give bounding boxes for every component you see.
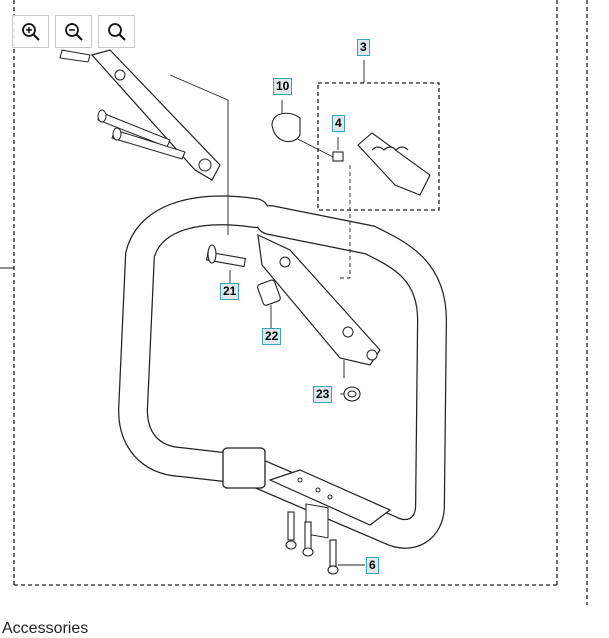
callout-10[interactable]: 10 (273, 78, 293, 95)
zoom-reset-button[interactable] (98, 15, 135, 48)
zoom-out-button[interactable] (55, 15, 92, 48)
part-10 (271, 112, 301, 143)
zoom-in-icon (21, 22, 40, 41)
callout-3[interactable]: 3 (357, 39, 370, 56)
callout-4[interactable]: 4 (332, 115, 345, 132)
callout-6[interactable]: 6 (366, 557, 379, 574)
callout-23[interactable]: 23 (313, 386, 333, 403)
search-icon (107, 22, 126, 41)
subassembly-box (317, 82, 440, 211)
section-heading-accessories: Accessories (2, 620, 89, 637)
zoom-out-icon (64, 22, 83, 41)
front-handle (117, 195, 448, 549)
callout-22[interactable]: 22 (262, 328, 282, 345)
callout-21[interactable]: 21 (220, 283, 240, 300)
part-3-spring (357, 132, 431, 196)
zoom-in-button[interactable] (12, 15, 49, 48)
